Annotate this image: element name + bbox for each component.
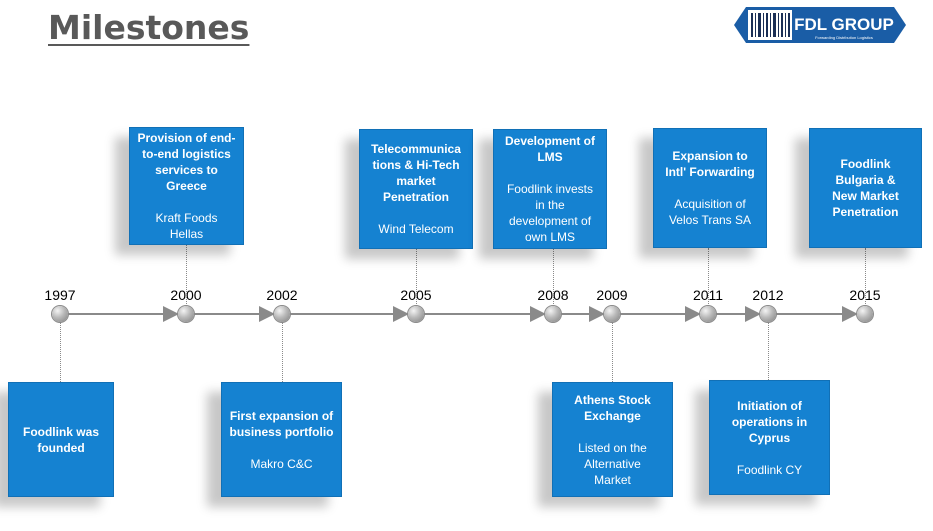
milestone-title: Provision of end- to-end logistics servi…	[137, 131, 236, 193]
milestone-box: Telecommunica tions & Hi-Tech market Pen…	[359, 129, 473, 249]
fdl-group-logo: FDL GROUP Forwarding Distribution Logist…	[734, 7, 906, 43]
milestone-detail: Kraft Foods Hellas	[155, 211, 218, 241]
milestone-title: Expansion to Intl' Forwarding	[665, 149, 755, 179]
logo-tagline: Forwarding Distribution Logistics	[815, 35, 873, 40]
milestone-box: Development of LMS Foodlink invests in th…	[493, 129, 607, 249]
milestone-title: Athens Stock Exchange	[574, 392, 651, 423]
milestone-title: Telecommunica tions & Hi-Tech market Pen…	[371, 142, 461, 204]
milestone-detail: Makro C&C	[250, 456, 313, 471]
connector-line	[612, 322, 613, 382]
timeline-node	[604, 306, 620, 322]
milestone-title: Initiation of operations in Cyprus	[731, 398, 808, 445]
milestone-box: Provision of end- to-end logistics servi…	[129, 127, 244, 245]
connector-line	[60, 322, 61, 382]
year-label: 2011	[692, 287, 724, 303]
connector-line	[553, 249, 554, 306]
milestone-detail: Listed on the Alternative Market	[578, 440, 647, 487]
page-title: Milestones	[48, 8, 250, 47]
timeline-node	[408, 306, 424, 322]
timeline-node	[274, 306, 290, 322]
connector-line	[186, 245, 187, 306]
year-label: 1997	[44, 287, 76, 303]
connector-line	[865, 248, 866, 306]
milestone-title: Foodlink was founded	[22, 424, 99, 455]
milestone-detail: Acquisition of Velos Trans SA	[668, 197, 752, 227]
connector-line	[416, 249, 417, 306]
timeline-node	[52, 306, 68, 322]
milestone-box: Foodlink Bulgaria & New Market Penetrati…	[809, 128, 922, 248]
milestone-detail: Wind Telecom	[378, 222, 454, 236]
connector-line	[282, 322, 283, 382]
timeline-node	[857, 306, 873, 322]
timeline-node	[178, 306, 194, 322]
year-label: 2002	[266, 287, 298, 303]
timeline-node	[545, 306, 561, 322]
year-label: 2009	[596, 287, 628, 303]
milestone-title: Development of LMS	[504, 134, 595, 164]
timeline-node	[760, 306, 776, 322]
milestone-title: First expansion of business portfolio	[229, 408, 334, 439]
milestone-box: Foodlink was founded	[8, 382, 114, 497]
milestone-detail: Foodlink CY	[736, 462, 803, 477]
milestone-detail: Foodlink invests in the development of o…	[506, 182, 594, 244]
connector-line	[708, 248, 709, 306]
year-label: 2012	[752, 287, 784, 303]
connector-line	[768, 322, 769, 380]
timeline-node	[700, 306, 716, 322]
logo-text: FDL GROUP	[794, 15, 894, 34]
milestone-title: Foodlink Bulgaria & New Market Penetrati…	[832, 157, 899, 219]
